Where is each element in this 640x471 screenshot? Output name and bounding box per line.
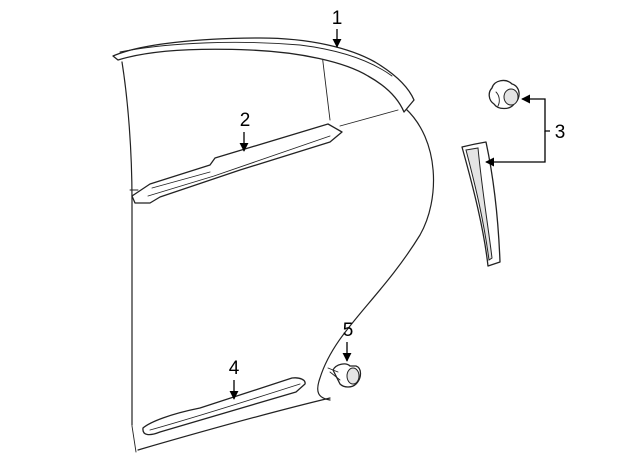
callout-1-label: 1 xyxy=(332,8,343,29)
callout-2-label: 2 xyxy=(240,110,251,131)
part-2-belt-molding xyxy=(131,123,343,204)
part-1-upper-frame-molding xyxy=(112,37,415,113)
part-3-pillar-applique xyxy=(461,141,501,267)
door-bottom-edge xyxy=(137,397,331,451)
door-rear-edge xyxy=(317,107,435,401)
callout-3: 3 xyxy=(485,94,566,167)
callout-2: 2 xyxy=(239,110,251,152)
callout-1: 1 xyxy=(332,8,343,48)
belt-line xyxy=(339,109,399,127)
window-divider xyxy=(321,53,331,121)
door-front-edge xyxy=(121,61,133,426)
door-bottom-corner xyxy=(131,425,137,453)
part-3-clip xyxy=(488,79,520,110)
callout-4-label: 4 xyxy=(229,358,240,379)
part-4-lower-molding xyxy=(142,377,306,436)
callout-5: 5 xyxy=(342,320,354,362)
part-5-clip xyxy=(327,363,362,388)
callout-4: 4 xyxy=(229,358,240,400)
callout-3-label: 3 xyxy=(555,122,566,143)
rear-door-outline xyxy=(121,53,435,453)
callout-5-label: 5 xyxy=(343,320,354,341)
